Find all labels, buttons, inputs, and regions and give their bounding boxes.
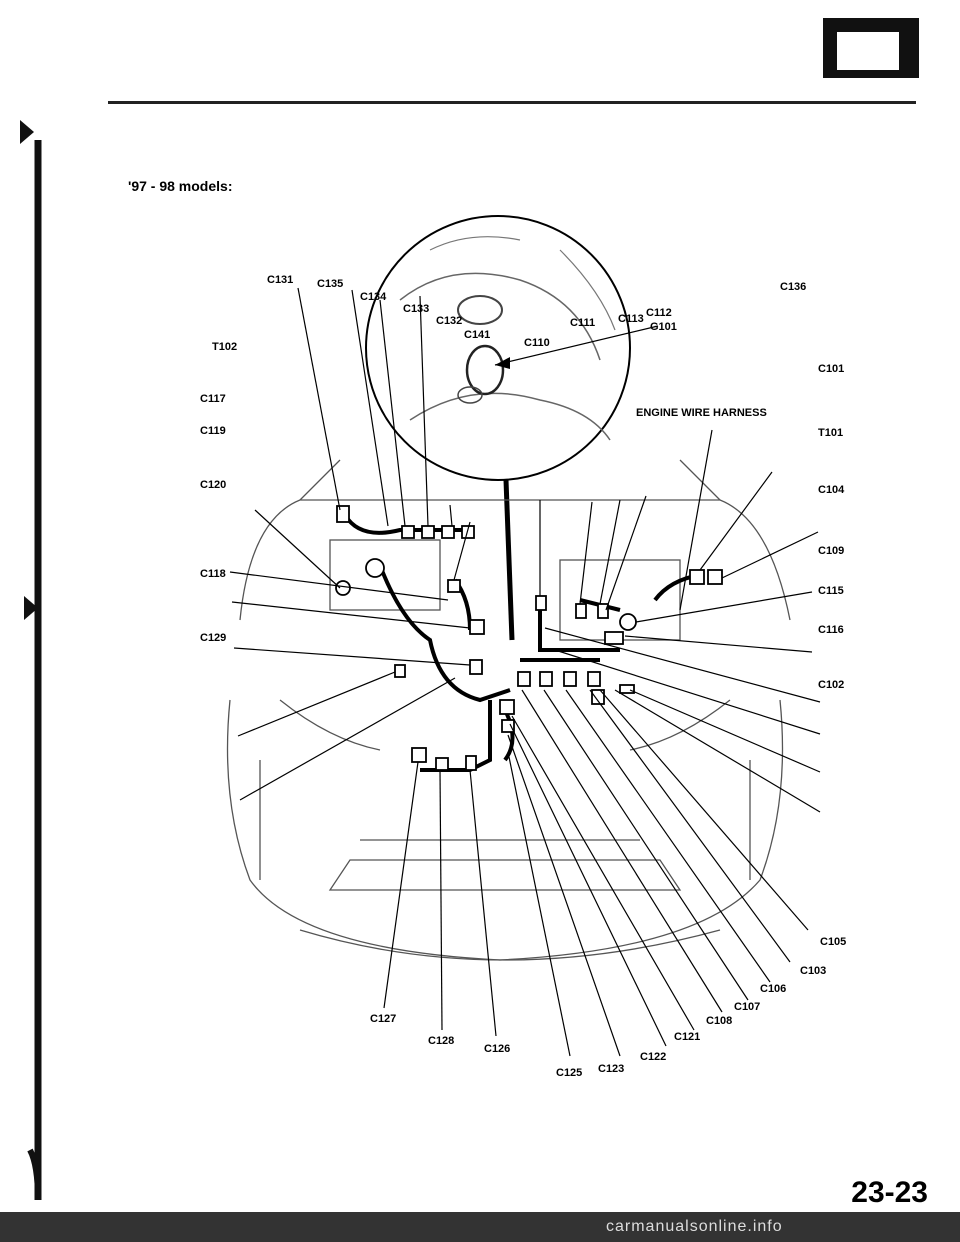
connector-label: T102 [212,341,237,353]
connector-label: C111 [570,317,595,329]
car-body-outline [226,459,791,961]
connector-label: C113 [618,313,644,325]
connector-label: C101 [818,363,844,375]
connector-label: T101 [818,427,843,439]
connector-label: C118 [200,568,226,580]
connector-label: C126 [484,1043,510,1055]
connector-label: C107 [734,1001,760,1013]
connector-label: C119 [200,425,226,437]
connector-label: C104 [818,484,845,496]
leader-lines [229,287,821,1057]
connector-label: C141 [464,329,490,341]
connector-label: C135 [317,278,343,290]
ground-label: G101 [650,321,677,333]
connector-label: C131 [267,274,293,286]
connector-label: C103 [800,965,826,977]
model-years-subtitle: '97 - 98 models: [128,178,233,194]
connector-label: C122 [640,1051,666,1063]
connector-label: C127 [370,1013,396,1025]
bottom-bar [0,1212,960,1242]
connector-label: C134 [360,291,387,303]
connector-label: C115 [818,585,844,597]
connector-label: C132 [436,315,462,327]
connector-labels: G101 ENGINE WIRE HARNESS C131 C135 C134 … [200,274,846,1079]
connector-label: C105 [820,936,846,948]
battery-icon [823,18,919,78]
connector-label: C112 [646,307,672,319]
arrow-bullet-icon [20,120,34,144]
connector-label: C133 [403,303,429,315]
connector-label: C116 [818,624,844,636]
connector-label: C128 [428,1035,454,1047]
connector-label: C110 [524,337,550,349]
connector-label: C109 [818,545,844,557]
connector-label: C102 [818,679,844,691]
connector-label: C129 [200,632,226,644]
connector-label: C108 [706,1015,732,1027]
connector-icons [335,505,723,771]
header-rule [108,101,916,104]
connector-label: C136 [780,281,806,293]
inset-detail [365,215,631,481]
connector-label: C123 [598,1063,624,1075]
connector-label: C121 [674,1031,700,1043]
harness-wiring [343,513,701,772]
connector-label: C125 [556,1067,582,1079]
harness-label: ENGINE WIRE HARNESS [636,407,767,419]
connector-label: C106 [760,983,786,995]
watermark: carmanualsonline.info [606,1218,783,1235]
connector-label: C117 [200,393,226,405]
page-number: 23-23 [851,1176,928,1209]
connector-label: C120 [200,479,226,491]
